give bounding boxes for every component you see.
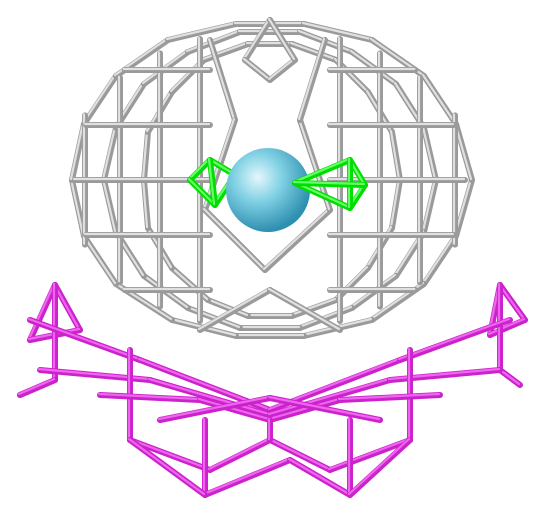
grey-top-bond-highlight [244, 59, 269, 79]
magenta-bond-highlight [19, 379, 54, 394]
grey-ring-bond [392, 180, 400, 228]
grey-ring-bond-highlight [423, 235, 455, 283]
magenta-bond-highlight [209, 439, 269, 469]
magenta-bond-highlight [349, 439, 409, 494]
magenta-bond [210, 440, 270, 470]
grey-ring-bond [104, 128, 116, 180]
magenta-bond-highlight [129, 439, 209, 469]
grey-ring-bond [456, 180, 472, 236]
magenta-bond-highlight [29, 284, 54, 339]
magenta-bond-highlight [399, 319, 509, 359]
central-ion-sphere [226, 148, 310, 232]
grey-top-bond-highlight [269, 59, 294, 79]
grey-ring-bond [84, 76, 116, 124]
grey-top-bond [270, 60, 295, 80]
grey-ring-bond-highlight [423, 75, 455, 123]
grey-bottom-bond-highlight [269, 289, 339, 329]
magenta-bond [20, 380, 55, 395]
grey-ring-bond-highlight [71, 179, 83, 235]
grey-ring-bond [424, 180, 436, 232]
grey-ring-bond [424, 236, 456, 284]
magenta-bond [400, 320, 510, 360]
magenta-bond [30, 285, 55, 340]
grey-ring-bond-highlight [423, 127, 435, 179]
grey-ring-bond-highlight [103, 179, 115, 231]
